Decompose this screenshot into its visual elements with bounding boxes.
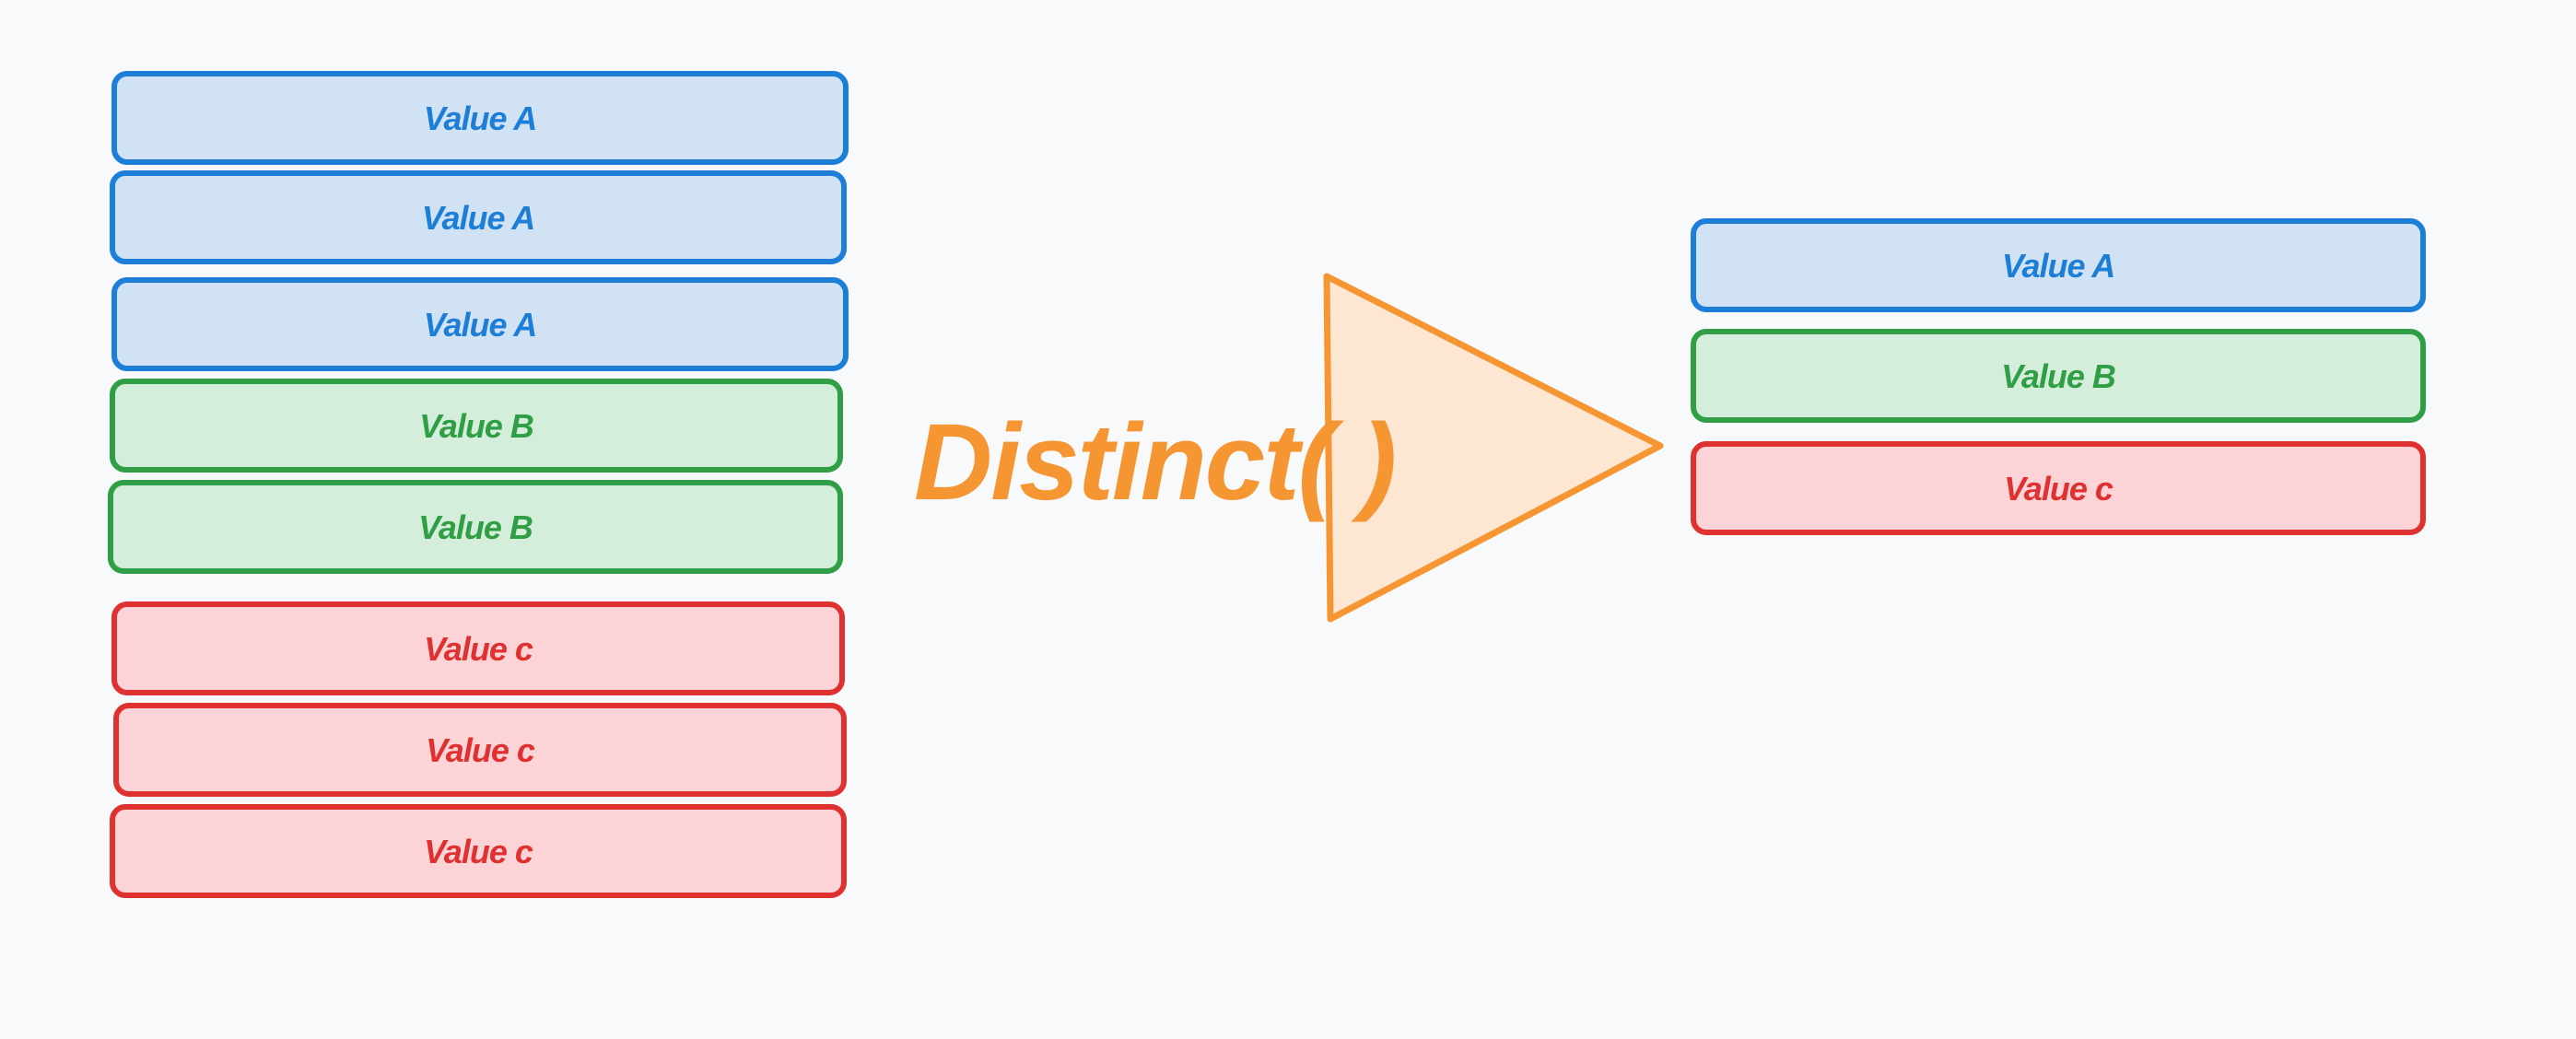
- output-value-box-rect: [1691, 441, 2426, 535]
- output-values: Value A Value B Value c: [1691, 218, 2426, 535]
- input-value-label: Value A: [422, 199, 534, 237]
- input-value-box: Value A: [110, 170, 847, 264]
- output-value-label: Value B: [2001, 357, 2115, 395]
- input-value-box-rect: [108, 480, 843, 574]
- operator-label: Distinct( ): [914, 402, 1395, 523]
- input-value-box: Value B: [108, 480, 843, 574]
- input-value-label: Value A: [424, 99, 536, 137]
- operator-triangle: [1323, 273, 1664, 623]
- input-value-box-rect: [110, 170, 847, 264]
- input-value-box-rect: [113, 703, 847, 797]
- input-value-box: Value c: [111, 601, 845, 695]
- input-value-box: Value c: [110, 804, 847, 898]
- input-value-box: Value A: [111, 71, 849, 165]
- input-value-label: Value A: [424, 306, 536, 344]
- input-value-box-rect: [110, 379, 843, 473]
- input-value-label: Value c: [424, 630, 533, 668]
- output-value-box-rect: [1691, 218, 2426, 312]
- output-value-label: Value c: [2004, 470, 2113, 508]
- input-value-box-rect: [111, 277, 849, 371]
- distinct-operator: Distinct( ): [914, 273, 1664, 623]
- output-value-box-rect: [1691, 329, 2426, 423]
- output-value-box: Value A: [1691, 218, 2426, 312]
- input-value-box: Value c: [113, 703, 847, 797]
- input-value-box: Value B: [110, 379, 843, 473]
- output-value-box: Value B: [1691, 329, 2426, 423]
- output-value-label: Value A: [2002, 247, 2114, 285]
- input-value-box: Value A: [111, 277, 849, 371]
- input-value-box-rect: [111, 71, 849, 165]
- input-value-label: Value c: [424, 833, 533, 870]
- output-value-box: Value c: [1691, 441, 2426, 535]
- input-value-label: Value c: [426, 731, 535, 769]
- input-value-box-rect: [110, 804, 847, 898]
- input-value-label: Value B: [419, 407, 533, 445]
- input-value-box-rect: [111, 601, 845, 695]
- input-values: Value A Value A Value A Value B Value B Value…: [108, 71, 849, 898]
- input-value-label: Value B: [418, 508, 533, 546]
